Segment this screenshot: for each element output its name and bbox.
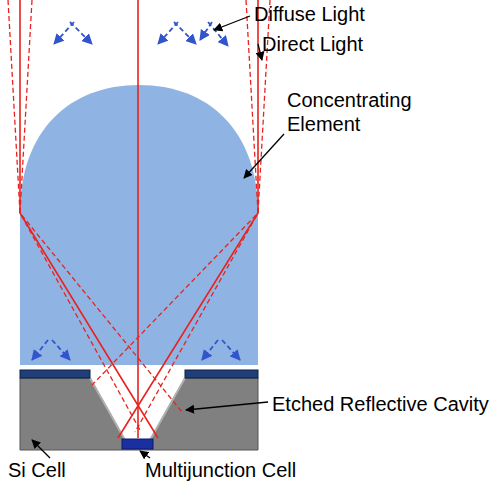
leader-arrows <box>32 16 284 458</box>
part-label: Direct Light <box>262 32 494 56</box>
part-label: Concentrating Element <box>287 88 467 136</box>
direct-light-rays <box>20 0 258 438</box>
part-label: Si Cell <box>8 458 108 482</box>
si-cell-layer <box>20 370 90 378</box>
multijunction-cell <box>122 439 153 449</box>
part-label: Diffuse Light <box>254 2 494 26</box>
diffuse-light-arrows <box>32 22 240 360</box>
concentrating-element <box>20 85 258 365</box>
si-cell <box>20 378 258 450</box>
part-label: Multijunction Cell <box>145 458 395 482</box>
direct-light-rays-off-axis <box>8 0 270 432</box>
part-label: Etched Reflective Cavity <box>272 392 496 416</box>
si-cell-layer <box>185 370 258 378</box>
